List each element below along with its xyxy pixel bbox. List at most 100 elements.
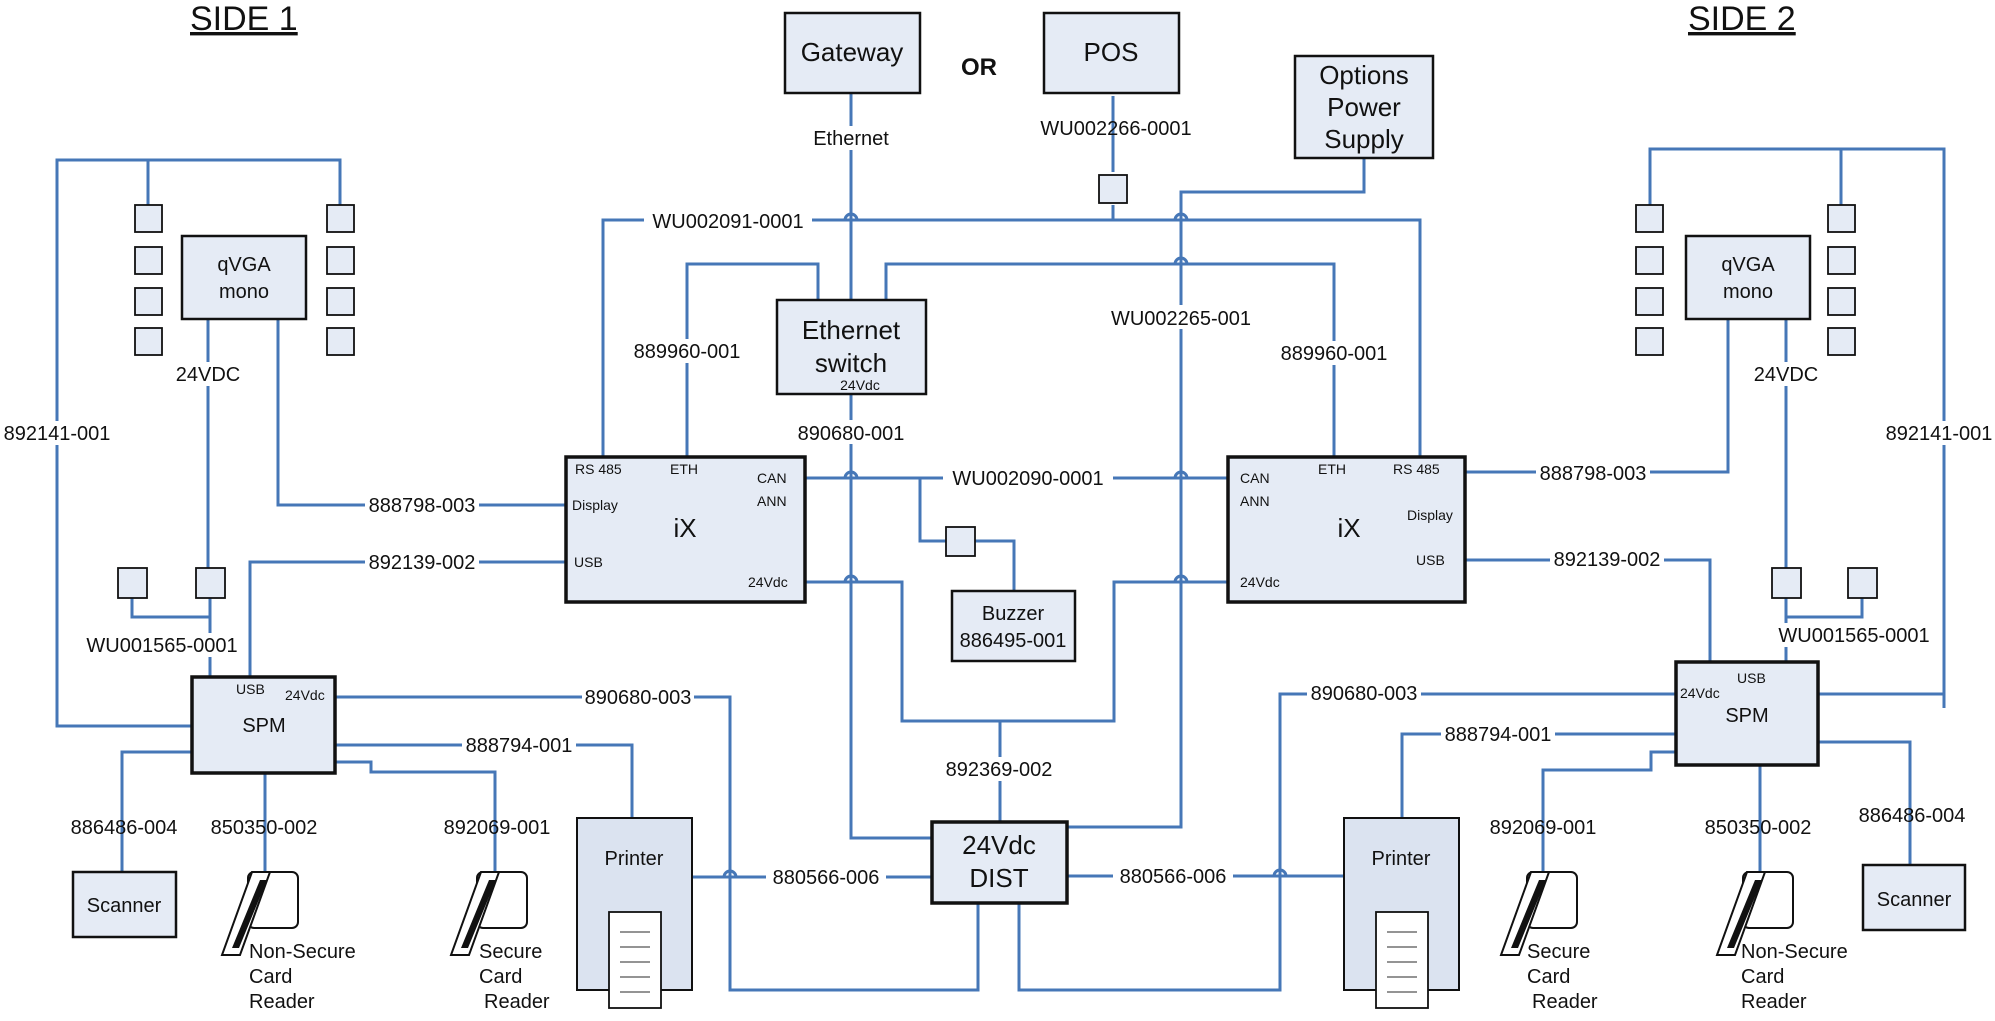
key-l6: [326, 246, 355, 275]
scanner-right: Scanner: [1861, 863, 1967, 932]
wire-secure-reader-left: [335, 760, 497, 875]
key-r7: [1827, 287, 1856, 316]
hop-8: [722, 869, 738, 878]
wire-options-power: [1067, 159, 1366, 829]
key-l2: [134, 246, 163, 275]
wire-usb-right: [1465, 558, 1712, 671]
label-spm-aux-left: 892141-001: [4, 423, 111, 445]
sr-right-1: Secure: [1527, 941, 1590, 963]
qvga-left-label-1: qVGA: [217, 254, 271, 276]
hop-9: [1272, 868, 1288, 877]
spm-left-box: USB 24Vdc SPM: [190, 675, 337, 775]
label-24vdc-left: 24VDC: [176, 364, 240, 386]
pos-label: POS: [1084, 37, 1139, 67]
sr-left-2: Card: [479, 966, 522, 988]
nsr-right-1: Non-Secure: [1741, 941, 1848, 963]
label-secure-reader-left: 892069-001: [444, 817, 551, 839]
sr-right-3: Reader: [1532, 991, 1598, 1013]
ix-right-eth: ETH: [1318, 461, 1346, 477]
ix-left-title: iX: [673, 513, 696, 543]
label-secure-reader-right: 892069-001: [1490, 817, 1597, 839]
label-printer-power-left: 880566-006: [773, 867, 880, 889]
qvga-left-label-2: mono: [219, 281, 269, 303]
wire-printer-data-left: [335, 743, 634, 818]
label-eth-right: 889960-001: [1281, 343, 1388, 365]
ix-right-usb: USB: [1416, 552, 1445, 568]
hop-6: [843, 574, 859, 583]
key-r5: [1827, 204, 1856, 233]
wire-printer-data-right: [1400, 732, 1676, 818]
switch-label-2: switch: [815, 348, 887, 378]
scanner-left-label: Scanner: [87, 895, 162, 917]
wu-right-conn-1: [1771, 567, 1802, 599]
pos-connector: [1098, 174, 1128, 204]
wire-wu-right: [1784, 598, 1864, 619]
dist-label-1: 24Vdc: [962, 830, 1036, 860]
spm-left-power: 24Vdc: [285, 687, 325, 703]
label-scanner-left: 886486-004: [71, 817, 178, 839]
hop-2: [1173, 212, 1189, 221]
ix-right-can: CAN: [1240, 470, 1270, 486]
qvga-right-label-2: mono: [1723, 281, 1773, 303]
key-r1: [1635, 204, 1664, 233]
label-display-left: 888798-003: [369, 495, 476, 517]
card-reader-nonsecure-left: Non-Secure Card Reader: [220, 871, 356, 1013]
card-reader-secure-left: Secure Card Reader: [449, 871, 550, 1013]
side-1-label: SIDE 1: [190, 0, 298, 38]
wire-buzzer-2: [975, 539, 1016, 591]
key-l1: [134, 204, 163, 233]
wire-display-left: [276, 320, 566, 507]
label-pos-cable: WU002266-0001: [1040, 118, 1191, 140]
label-eth-left: 889960-001: [634, 341, 741, 363]
label-keypad-right: WU001565-0001: [1778, 625, 1929, 647]
label-usb-right: 892139-002: [1554, 549, 1661, 571]
label-dist-input: 892369-002: [946, 759, 1053, 781]
gateway-label: Gateway: [801, 37, 904, 67]
hop-3: [1173, 256, 1189, 265]
wire-rs485-link: [601, 218, 1422, 457]
label-can-link: WU002090-0001: [952, 468, 1103, 490]
ix-right-title: iX: [1337, 513, 1360, 543]
sr-right-2: Card: [1527, 966, 1570, 988]
dist-label-2: DIST: [969, 863, 1028, 893]
card-reader-secure-right: Secure Card Reader: [1499, 871, 1598, 1013]
label-spm-power-left: 890680-003: [585, 687, 692, 709]
qvga-left-box: qVGA mono: [180, 234, 308, 321]
or-label: OR: [961, 54, 997, 81]
ix-right-ann: ANN: [1240, 493, 1270, 509]
key-r6: [1827, 246, 1856, 275]
spm-right-title: SPM: [1725, 705, 1768, 727]
key-l3: [134, 287, 163, 316]
buzzer-label: Buzzer: [982, 603, 1045, 625]
wire-wu-left: [130, 598, 210, 619]
label-nonsecure-reader-left: 850350-002: [211, 817, 318, 839]
gateway-box: Gateway: [783, 11, 922, 95]
wire-ix-power: [805, 580, 1228, 723]
hop-1: [843, 212, 859, 221]
wu-left-conn-2: [195, 567, 226, 599]
label-nonsecure-reader-right: 850350-002: [1705, 817, 1812, 839]
key-r2: [1635, 246, 1664, 275]
label-options-power: WU002265-001: [1111, 308, 1251, 330]
dist-box: 24Vdc DIST: [930, 820, 1069, 905]
keypad-right: [1635, 204, 1856, 356]
label-printer-power-right: 880566-006: [1120, 866, 1227, 888]
spm-right-usb: USB: [1737, 670, 1766, 686]
sr-left-3: Reader: [484, 991, 550, 1013]
printer-right-label: Printer: [1372, 848, 1431, 870]
ix-right-box: CAN ANN ETH RS 485 Display iX USB 24Vdc: [1226, 455, 1467, 604]
card-reader-nonsecure-right: Non-Secure Card Reader: [1715, 871, 1848, 1013]
wire-secure-reader-right: [1541, 750, 1676, 875]
nsr-left-3: Reader: [249, 991, 315, 1013]
hop-4: [843, 470, 859, 479]
switch-label-1: Ethernet: [802, 315, 901, 345]
hop-5: [1173, 470, 1189, 479]
ix-left-ann: ANN: [757, 493, 787, 509]
wire-usb-left: [248, 560, 566, 677]
cable-labels: Ethernet WU002266-0001 WU002091-0001 WU0…: [1, 118, 1995, 889]
keypad-left: [134, 204, 355, 356]
key-r3: [1635, 287, 1664, 316]
printer-left-label: Printer: [605, 848, 664, 870]
